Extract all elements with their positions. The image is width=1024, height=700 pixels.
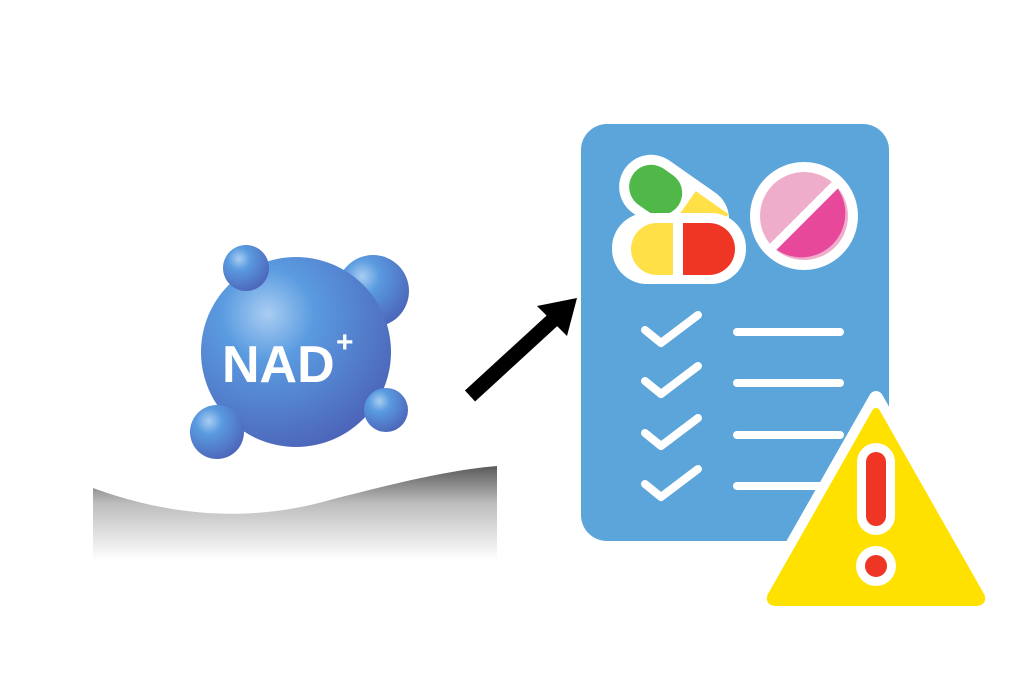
nad-molecule-icon: NAD + [190,245,409,459]
medication-list-document-icon [581,124,889,541]
checklist [641,311,844,501]
paper-curl [93,460,497,560]
arrow-icon [464,298,577,402]
pills-icon [612,154,858,284]
nad-superscript: + [336,326,354,359]
checkmark-icon [641,311,844,347]
checkmark-icon [641,362,844,398]
nad-label: NAD [222,336,335,394]
checkmark-icon [641,414,844,450]
warning-icon [753,391,999,617]
